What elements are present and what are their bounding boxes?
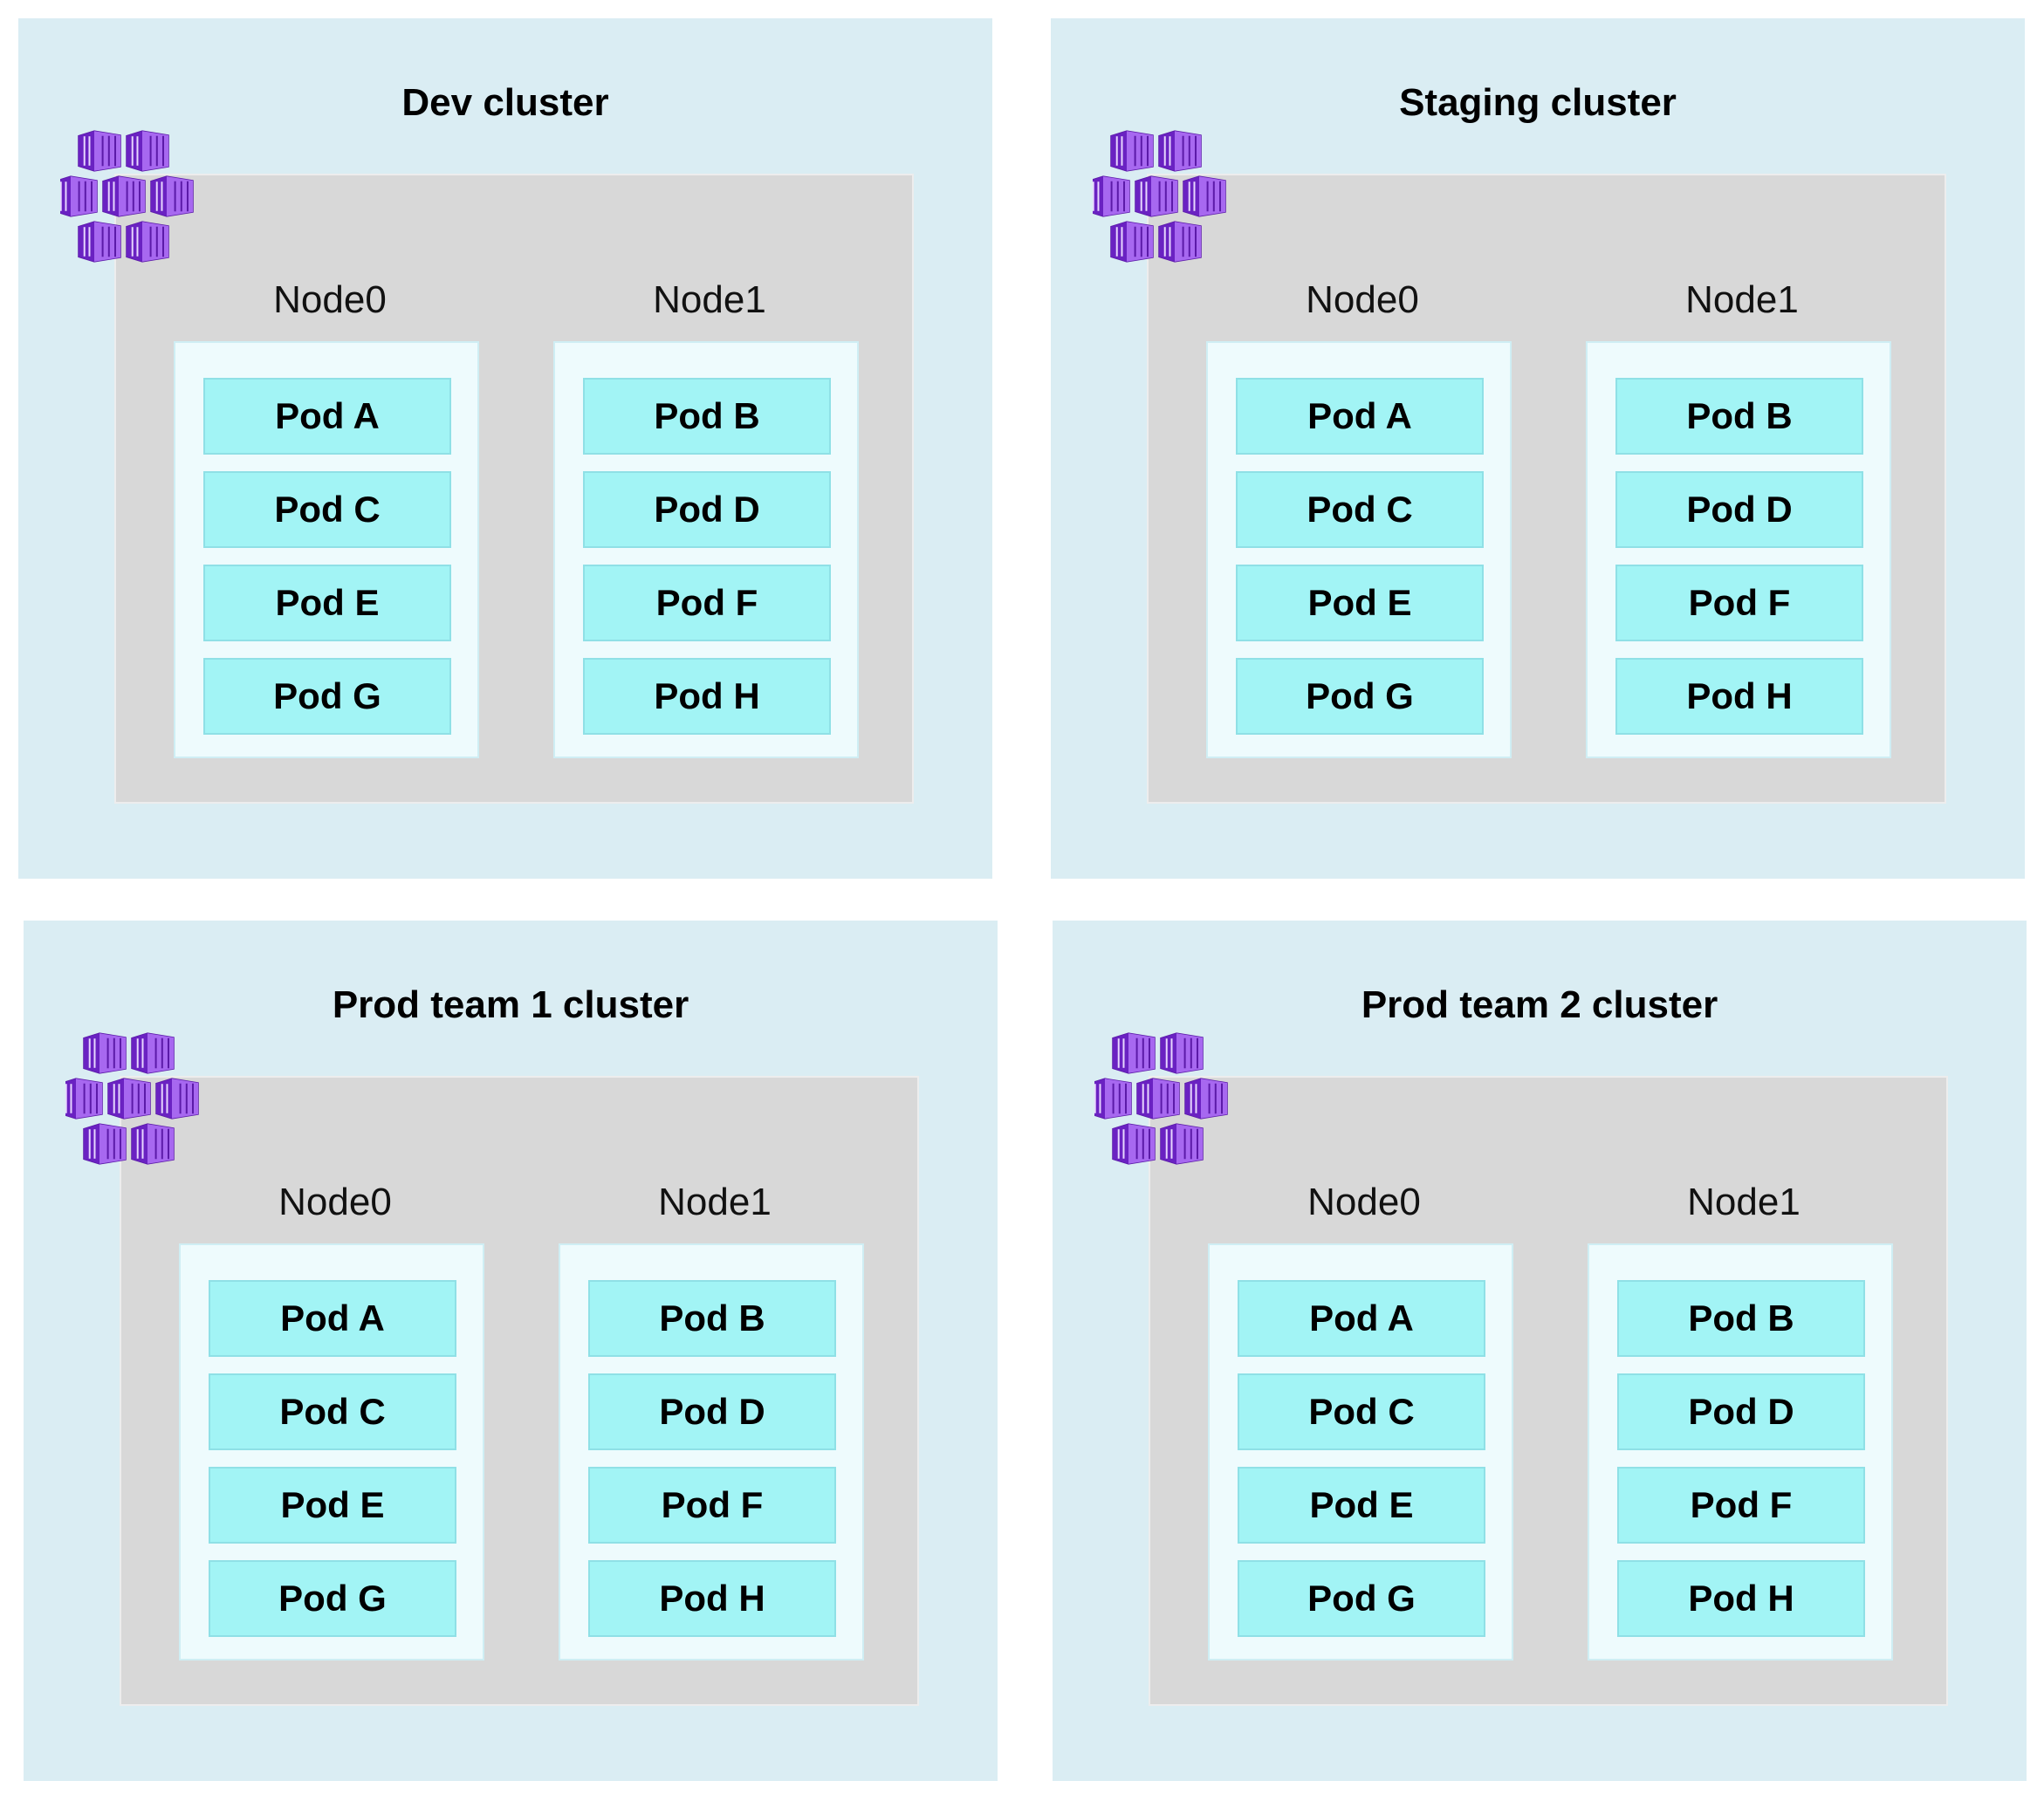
pod: Pod E bbox=[1236, 565, 1484, 641]
pod: Pod G bbox=[1236, 658, 1484, 735]
pod: Pod H bbox=[1615, 658, 1863, 735]
container-cube bbox=[1094, 1078, 1132, 1120]
pod: Pod F bbox=[583, 565, 831, 641]
pod: Pod D bbox=[588, 1373, 836, 1450]
pod: Pod D bbox=[583, 471, 831, 548]
container-cube bbox=[1184, 1078, 1228, 1120]
container-cube bbox=[83, 1123, 127, 1165]
container-cube bbox=[102, 175, 146, 217]
node-0: Pod A Pod C Pod E Pod G bbox=[179, 1243, 484, 1661]
container-cube bbox=[78, 221, 121, 263]
container-cube bbox=[1112, 1123, 1156, 1165]
pod: Pod D bbox=[1615, 471, 1863, 548]
pod: Pod C bbox=[1238, 1373, 1485, 1450]
node-pool: Node0 Node1 Pod A Pod C Pod E Pod G Pod … bbox=[114, 174, 914, 804]
pod: Pod F bbox=[588, 1467, 836, 1544]
cluster-dev: Dev cluster Node0 Node1 Pod A Pod C Pod … bbox=[18, 18, 992, 879]
container-cube bbox=[1093, 175, 1130, 217]
node-1: Pod B Pod D Pod F Pod H bbox=[559, 1243, 864, 1661]
node-1: Pod B Pod D Pod F Pod H bbox=[1588, 1243, 1893, 1661]
node-label: Node1 bbox=[1687, 1181, 1801, 1223]
pod: Pod F bbox=[1617, 1467, 1865, 1544]
node-label: Node1 bbox=[653, 278, 766, 321]
pod: Pod C bbox=[203, 471, 451, 548]
container-cube bbox=[150, 175, 194, 217]
container-cube bbox=[107, 1078, 151, 1120]
container-cube bbox=[1135, 175, 1178, 217]
container-cube bbox=[1160, 1032, 1204, 1074]
container-cube bbox=[126, 221, 169, 263]
container-cube bbox=[1158, 221, 1202, 263]
container-cube bbox=[1183, 175, 1226, 217]
pod: Pod D bbox=[1617, 1373, 1865, 1450]
pod: Pod H bbox=[1617, 1560, 1865, 1637]
pod: Pod A bbox=[1236, 378, 1484, 455]
pod: Pod A bbox=[203, 378, 451, 455]
pod: Pod E bbox=[203, 565, 451, 641]
pod: Pod B bbox=[588, 1280, 836, 1357]
kubernetes-cluster-icon bbox=[65, 1032, 199, 1165]
container-cube bbox=[1112, 1032, 1156, 1074]
cluster-prod-team-1: Prod team 1 cluster Node0 Node1 Pod A Po… bbox=[24, 921, 998, 1781]
node-label: Node1 bbox=[658, 1181, 772, 1223]
container-cube bbox=[1160, 1123, 1204, 1165]
cluster-title: Staging cluster bbox=[1399, 81, 1677, 124]
pod: Pod A bbox=[1238, 1280, 1485, 1357]
node-label: Node1 bbox=[1685, 278, 1799, 321]
pod: Pod H bbox=[583, 658, 831, 735]
pod: Pod E bbox=[209, 1467, 456, 1544]
node-0: Pod A Pod C Pod E Pod G bbox=[174, 341, 479, 758]
kubernetes-cluster-icon bbox=[1094, 1032, 1228, 1165]
container-cube bbox=[60, 175, 98, 217]
container-cube bbox=[83, 1032, 127, 1074]
node-1: Pod B Pod D Pod F Pod H bbox=[553, 341, 859, 758]
container-cube bbox=[155, 1078, 199, 1120]
node-pool: Node0 Node1 Pod A Pod C Pod E Pod G Pod … bbox=[1149, 1076, 1948, 1706]
cluster-title: Prod team 1 cluster bbox=[332, 983, 689, 1026]
container-cube bbox=[131, 1123, 175, 1165]
container-cube bbox=[1110, 130, 1154, 172]
node-label: Node0 bbox=[273, 278, 387, 321]
container-cube bbox=[1136, 1078, 1180, 1120]
pod: Pod G bbox=[209, 1560, 456, 1637]
cluster-title: Dev cluster bbox=[401, 81, 609, 124]
pod: Pod C bbox=[209, 1373, 456, 1450]
node-pool: Node0 Node1 Pod A Pod C Pod E Pod G Pod … bbox=[1147, 174, 1946, 804]
cluster-prod-team-2: Prod team 2 cluster Node0 Node1 Pod A Po… bbox=[1053, 921, 2027, 1781]
node-label: Node0 bbox=[278, 1181, 392, 1223]
pod: Pod A bbox=[209, 1280, 456, 1357]
container-cube bbox=[1110, 221, 1154, 263]
container-cube bbox=[126, 130, 169, 172]
cluster-title: Prod team 2 cluster bbox=[1361, 983, 1718, 1026]
kubernetes-cluster-icon bbox=[1093, 130, 1226, 263]
pod: Pod B bbox=[1617, 1280, 1865, 1357]
cluster-staging: Staging cluster Node0 Node1 Pod A Pod C … bbox=[1051, 18, 2025, 879]
pod: Pod C bbox=[1236, 471, 1484, 548]
node-label: Node0 bbox=[1306, 278, 1419, 321]
container-cube bbox=[65, 1078, 103, 1120]
node-pool: Node0 Node1 Pod A Pod C Pod E Pod G Pod … bbox=[120, 1076, 919, 1706]
pod: Pod H bbox=[588, 1560, 836, 1637]
node-0: Pod A Pod C Pod E Pod G bbox=[1208, 1243, 1513, 1661]
container-cube bbox=[78, 130, 121, 172]
container-cube bbox=[1158, 130, 1202, 172]
pod: Pod B bbox=[1615, 378, 1863, 455]
pod: Pod E bbox=[1238, 1467, 1485, 1544]
container-cube bbox=[131, 1032, 175, 1074]
node-0: Pod A Pod C Pod E Pod G bbox=[1206, 341, 1512, 758]
pod: Pod B bbox=[583, 378, 831, 455]
node-1: Pod B Pod D Pod F Pod H bbox=[1586, 341, 1891, 758]
pod: Pod G bbox=[203, 658, 451, 735]
node-label: Node0 bbox=[1307, 1181, 1421, 1223]
kubernetes-cluster-icon bbox=[60, 130, 194, 263]
pod: Pod G bbox=[1238, 1560, 1485, 1637]
pod: Pod F bbox=[1615, 565, 1863, 641]
